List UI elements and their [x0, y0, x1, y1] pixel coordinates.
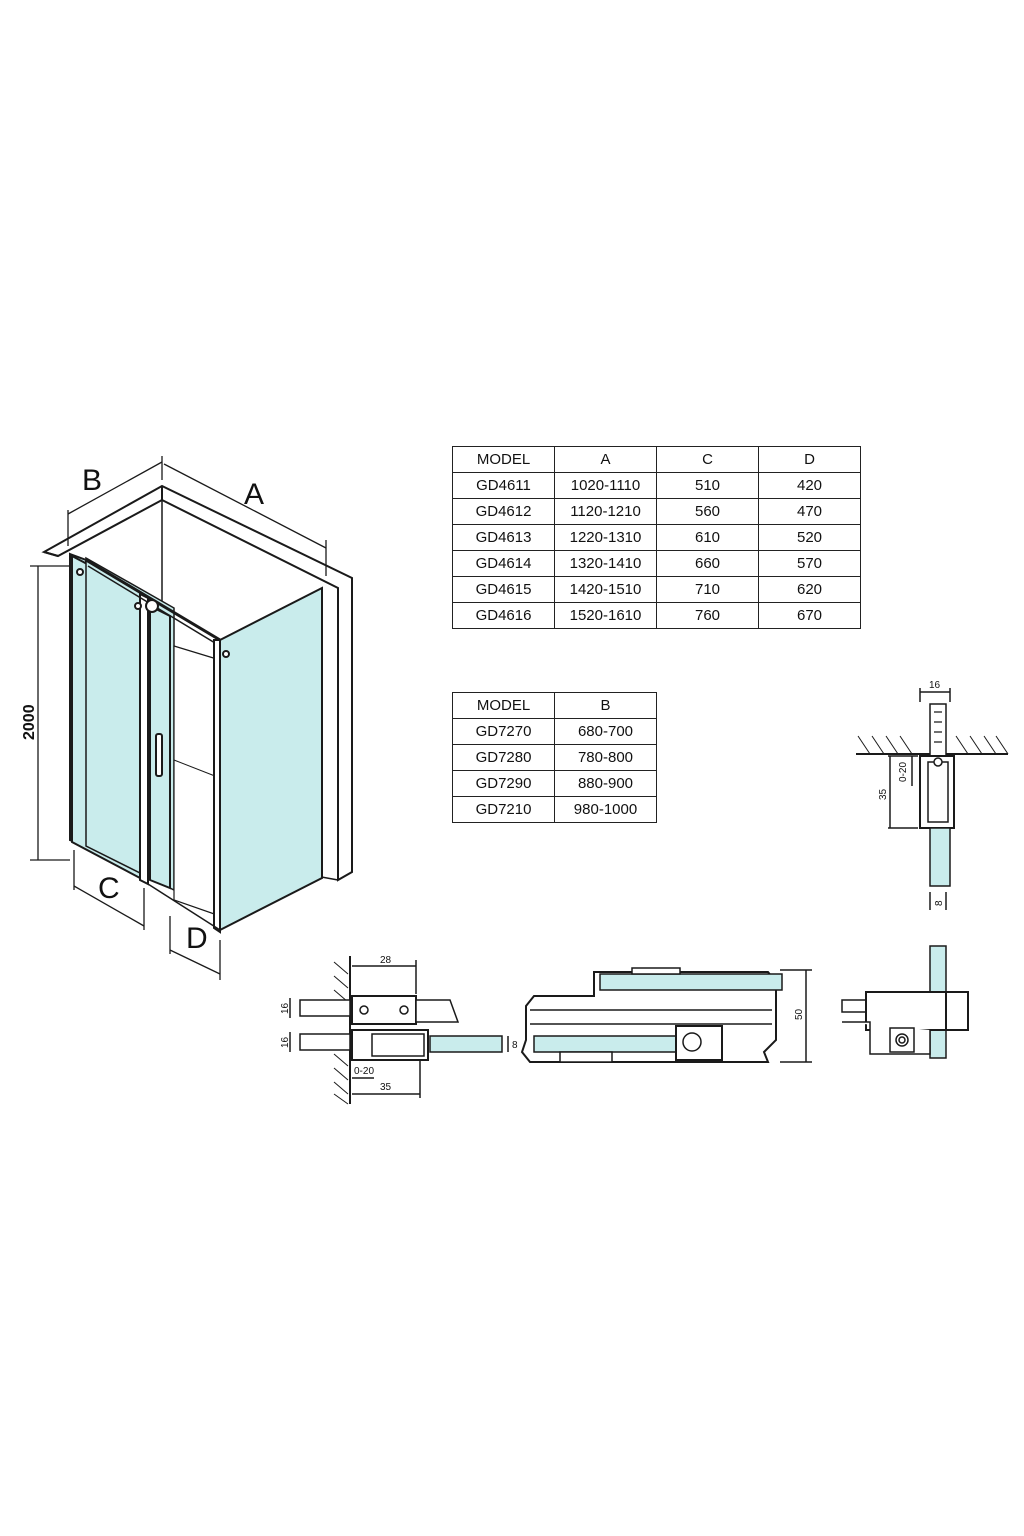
detail-left-range: 0-20 — [354, 1066, 374, 1077]
table-row: GD7290 880-900 — [452, 770, 657, 797]
table-cell: 510 — [656, 472, 759, 499]
table-cell: 560 — [656, 498, 759, 525]
table-header-cell: A — [554, 446, 657, 473]
table-cell: 1020-1110 — [554, 472, 657, 499]
table-row: GD4612 1120-1210 560 470 — [452, 498, 861, 525]
table-row: GD4614 1320-1410 660 570 — [452, 550, 861, 577]
table-cell: GD4611 — [452, 472, 555, 499]
table-cell: GD7270 — [452, 718, 555, 745]
table-cell: 520 — [758, 524, 861, 551]
table-header-row: MODEL B — [452, 692, 657, 719]
table-row: GD4611 1020-1110 510 420 — [452, 472, 861, 499]
detail-ceiling-anchor — [856, 688, 1009, 910]
models-table-b: MODEL B GD7270 680-700 GD7280 780-800 GD… — [452, 692, 657, 823]
dim-label-height: 2000 — [21, 704, 38, 740]
detail-top-width: 16 — [929, 680, 941, 691]
table-header-cell: MODEL — [452, 446, 555, 473]
table-cell: 680-700 — [554, 718, 657, 745]
table-cell: GD4615 — [452, 576, 555, 603]
table-header-row: MODEL A C D — [452, 446, 861, 473]
dim-label-b: B — [82, 464, 102, 497]
detail-top-glass: 8 — [934, 900, 945, 906]
dim-label-d: D — [186, 922, 208, 955]
detail-top-range: 0-20 — [898, 762, 909, 782]
main-dimensions — [30, 456, 327, 980]
table-cell: 610 — [656, 524, 759, 551]
door-handle — [155, 733, 163, 777]
table-cell: GD4612 — [452, 498, 555, 525]
table-cell: GD4614 — [452, 550, 555, 577]
table-cell: 670 — [758, 602, 861, 629]
enclosure-perspective — [41, 484, 353, 934]
table-cell: 660 — [656, 550, 759, 577]
table-cell: 1120-1210 — [554, 498, 657, 525]
table-row: GD4613 1220-1310 610 520 — [452, 524, 861, 551]
models-table-a: MODEL A C D GD4611 1020-1110 510 420 GD4… — [452, 446, 861, 629]
table-row: GD4616 1520-1610 760 670 — [452, 602, 861, 629]
detail-left-width: 28 — [380, 955, 392, 966]
detail-left-h1: 16 — [280, 1002, 291, 1014]
detail-left-glass: 8 — [512, 1040, 518, 1051]
table-cell: 570 — [758, 550, 861, 577]
table-cell: GD4613 — [452, 524, 555, 551]
table-row: GD7270 680-700 — [452, 718, 657, 745]
detail-mid-height: 50 — [794, 1008, 805, 1020]
table-row: GD7280 780-800 — [452, 744, 657, 771]
detail-wall-anchor — [289, 956, 509, 1105]
table-cell: 1320-1410 — [554, 550, 657, 577]
fixed-glass-right — [219, 586, 323, 932]
table-cell: GD7280 — [452, 744, 555, 771]
detail-top-depth: 35 — [878, 788, 889, 800]
table-cell: 620 — [758, 576, 861, 603]
table-cell: 1520-1610 — [554, 602, 657, 629]
detail-glass-clamp — [841, 945, 969, 1059]
dim-label-a: A — [244, 478, 264, 511]
table-cell: GD7290 — [452, 770, 555, 797]
detail-left-depth: 35 — [380, 1082, 392, 1093]
table-cell: 760 — [656, 602, 759, 629]
table-row: GD7210 980-1000 — [452, 796, 657, 823]
table-cell: 1420-1510 — [554, 576, 657, 603]
table-row: GD4615 1420-1510 710 620 — [452, 576, 861, 603]
table-header-cell: MODEL — [452, 692, 555, 719]
table-cell: 980-1000 — [554, 796, 657, 823]
table-cell: 880-900 — [554, 770, 657, 797]
detail-left-h2: 16 — [280, 1036, 291, 1048]
table-cell: 1220-1310 — [554, 524, 657, 551]
table-header-cell: C — [656, 446, 759, 473]
table-cell: 420 — [758, 472, 861, 499]
table-header-cell: B — [554, 692, 657, 719]
table-cell: 710 — [656, 576, 759, 603]
table-cell: GD7210 — [452, 796, 555, 823]
table-cell: 470 — [758, 498, 861, 525]
detail-rail-section — [520, 967, 812, 1063]
table-cell: GD4616 — [452, 602, 555, 629]
dim-label-c: C — [98, 872, 120, 905]
table-header-cell: D — [758, 446, 861, 473]
table-cell: 780-800 — [554, 744, 657, 771]
